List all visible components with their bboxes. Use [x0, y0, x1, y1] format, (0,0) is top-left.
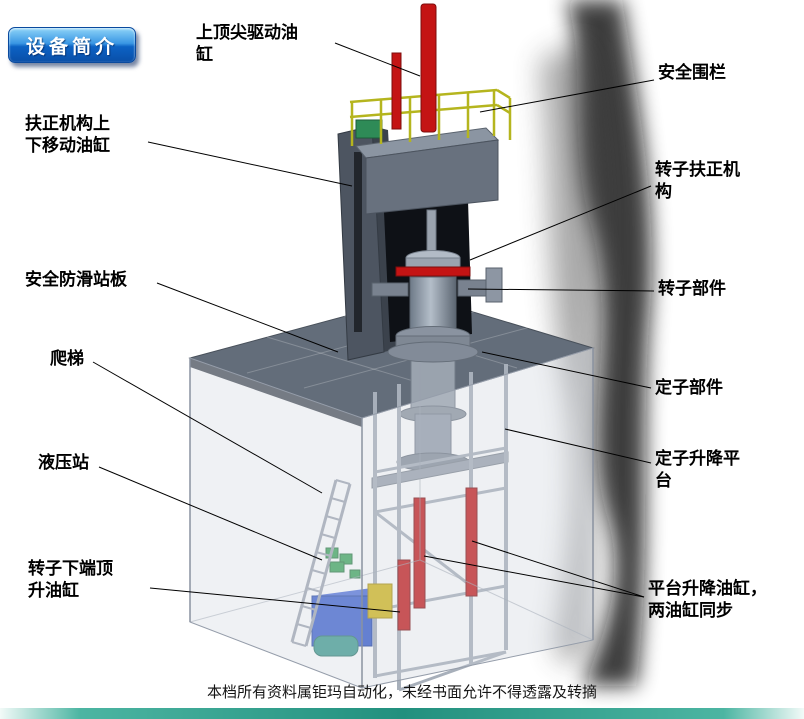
label-stator-part: 定子部件	[655, 378, 723, 397]
rotor-assembly	[371, 209, 503, 363]
leader-rotor-jack	[149, 587, 401, 613]
label-ladder: 爬梯	[50, 349, 84, 368]
leader-top-drive-cylinder	[334, 42, 421, 77]
label-rotor-centering: 转子扶正机 构	[655, 160, 740, 202]
enclosure-walls	[189, 347, 594, 689]
leader-hydraulic-station	[98, 466, 323, 561]
leader-stator-part	[481, 351, 652, 389]
label-centering-lift-cylinder: 扶正机构上 下移动油缸	[25, 114, 110, 156]
label-hydraulic-station: 液压站	[38, 453, 89, 472]
label-safety-fence: 安全围栏	[658, 63, 726, 82]
ladder-graphic	[290, 479, 352, 647]
label-anti-slip-board: 安全防滑站板	[25, 270, 127, 289]
leader-rotor-centering	[469, 185, 652, 261]
leader-rotor-part	[467, 288, 655, 292]
pump-motor	[313, 635, 359, 657]
label-platform-lift-cylinders: 平台升降油缸， 两油缸同步	[648, 579, 767, 621]
rotor-jack-cylinder-graphic	[397, 559, 411, 631]
bottom-accent-bar	[0, 708, 804, 719]
leader-centering-lift-cylinder	[147, 141, 353, 187]
leader-platform-lift-a	[423, 555, 645, 598]
head-assembly	[355, 119, 500, 215]
leader-anti-slip-board	[156, 282, 339, 353]
leader-stator-lift-platform	[504, 428, 652, 464]
leader-lines	[92, 42, 655, 613]
control-box	[367, 583, 393, 619]
confidentiality-note: 本档所有资料属钜玛自动化，未经书面允许不得透露及转摘	[206, 684, 597, 701]
rotor-clamp-ring	[395, 266, 471, 277]
rotor-centering-arm	[371, 267, 503, 303]
electric-box	[355, 119, 383, 139]
top-drive-cylinder-graphic	[391, 3, 437, 133]
label-top-drive-cylinder: 上顶尖驱动油 缸	[196, 23, 298, 65]
label-rotor-part: 转子部件	[658, 279, 726, 298]
leader-platform-lift-b	[471, 540, 645, 598]
title-badge: 设备简介	[8, 27, 136, 63]
title-badge-label: 设备简介	[25, 36, 118, 58]
label-stator-lift-platform: 定子升降平 台	[655, 449, 740, 491]
label-rotor-jack-cylinder: 转子下端顶 升油缸	[28, 559, 113, 601]
leader-safety-fence	[479, 79, 655, 113]
leader-ladder	[92, 361, 323, 494]
